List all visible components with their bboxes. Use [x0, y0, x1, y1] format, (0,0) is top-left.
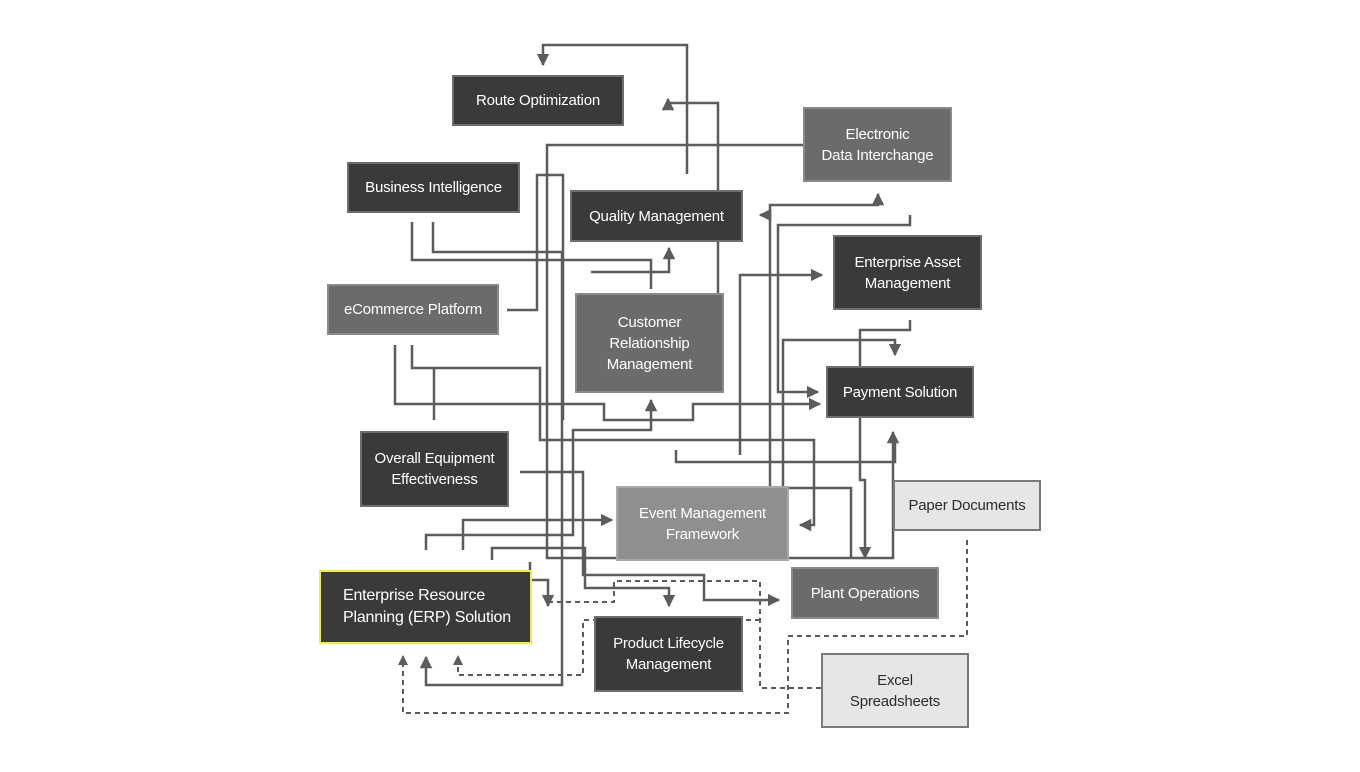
connector-line: [768, 192, 885, 560]
connector-line: [490, 546, 676, 608]
node-label: Event Management Framework: [639, 504, 766, 543]
connector-line: [424, 398, 658, 550]
node-enterprise-asset-management[interactable]: Enterprise Asset Management: [833, 235, 982, 310]
node-route-optimization[interactable]: Route Optimization: [452, 75, 624, 126]
connector-line: [393, 345, 822, 422]
node-product-lifecycle-management[interactable]: Product Lifecycle Management: [594, 616, 743, 692]
node-overall-equipment-effectiveness[interactable]: Overall Equipment Effectiveness: [360, 431, 509, 507]
dashed-connector-line: [548, 580, 821, 689]
node-label: Plant Operations: [810, 584, 920, 602]
node-label: Electronic Data Interchange: [821, 125, 934, 164]
connector-line: [528, 562, 555, 608]
connector-line: [661, 97, 720, 382]
node-label: Overall Equipment Effectiveness: [374, 450, 495, 488]
connector-line: [536, 43, 689, 174]
node-quality-management[interactable]: Quality Management: [570, 190, 743, 242]
connector-line: [461, 513, 614, 550]
node-label: Business Intelligence: [365, 179, 502, 196]
connector-line: [781, 338, 902, 558]
node-ecommerce-platform[interactable]: eCommerce Platform: [327, 284, 499, 335]
connector-line: [776, 215, 912, 399]
connector-line: [738, 268, 824, 455]
node-label: Enterprise Asset Management: [854, 253, 961, 292]
node-label: eCommerce Platform: [343, 301, 483, 318]
node-paper-documents[interactable]: Paper Documents: [893, 480, 1041, 531]
connector-line: [674, 440, 897, 464]
node-label: Enterprise Resource Planning (ERP) Solut…: [343, 587, 511, 626]
node-label: Payment Solution: [842, 383, 958, 401]
connector-line: [419, 222, 564, 687]
node-label: Quality Management: [589, 207, 724, 225]
connector-line: [591, 246, 676, 274]
node-payment-solution[interactable]: Payment Solution: [826, 366, 974, 418]
node-label: Excel Spreadsheets: [849, 671, 941, 710]
node-erp-solution[interactable]: Enterprise Resource Planning (ERP) Solut…: [319, 570, 532, 644]
node-customer-relationship-management[interactable]: Customer Relationship Management: [575, 293, 724, 393]
connector-line: [520, 470, 781, 607]
node-plant-operations[interactable]: Plant Operations: [791, 567, 939, 619]
connector-line: [410, 222, 653, 289]
connector-line: [410, 345, 816, 532]
node-label: Paper Documents: [908, 497, 1026, 514]
node-business-intelligence[interactable]: Business Intelligence: [347, 162, 520, 213]
node-electronic-data-interchange[interactable]: Electronic Data Interchange: [803, 107, 952, 182]
node-label: Product Lifecycle Management: [613, 635, 724, 673]
node-event-management-framework[interactable]: Event Management Framework: [616, 486, 789, 561]
connector-line: [507, 173, 565, 420]
node-label: Route Optimization: [476, 92, 600, 109]
node-label: Customer Relationship Management: [606, 313, 693, 373]
node-excel-spreadsheets[interactable]: Excel Spreadsheets: [821, 653, 969, 728]
